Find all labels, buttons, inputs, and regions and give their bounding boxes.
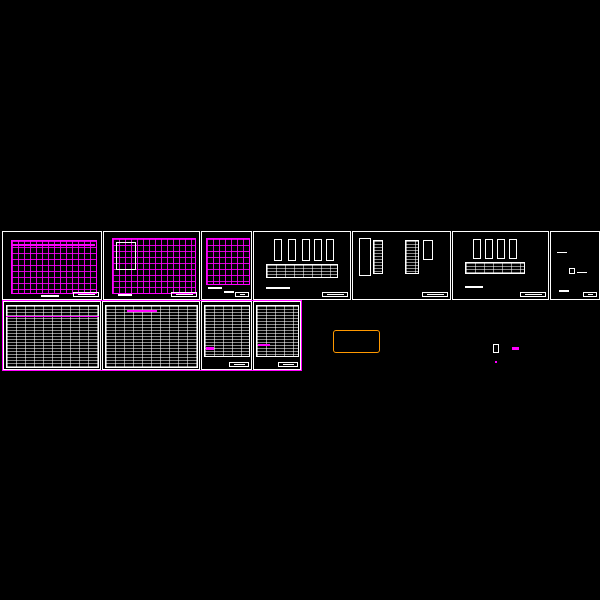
title-block-icon (422, 292, 448, 297)
detail-line (557, 252, 567, 253)
table-highlight (6, 316, 99, 317)
drawing-sheet-5[interactable] (352, 231, 451, 300)
table-sheet-group-frame (2, 300, 302, 371)
drawing-sheet-6[interactable] (452, 231, 549, 300)
table-sheet-4[interactable] (253, 301, 301, 370)
drawing-sheet-1[interactable] (2, 231, 102, 300)
elevation-panel (288, 239, 296, 261)
note-line (559, 290, 569, 292)
elevation-panel (326, 239, 334, 261)
detail-line (577, 272, 587, 273)
table-highlight (258, 344, 270, 346)
drawing-sheet-3[interactable] (201, 231, 252, 300)
title-block-icon (322, 292, 348, 297)
elevation-panel (509, 239, 517, 259)
diagram-table (373, 240, 383, 274)
table-highlight (206, 347, 214, 350)
legend-box (116, 242, 136, 270)
floor-plan-grid (11, 240, 97, 294)
diagram-column (359, 238, 371, 276)
schedule-table (266, 264, 338, 278)
drawing-sheet-4[interactable] (253, 231, 351, 300)
title-block-icon (278, 362, 298, 367)
floor-plan-grid (206, 238, 250, 285)
material-table (256, 305, 299, 357)
small-detail-symbol[interactable] (493, 344, 499, 353)
small-dot-mark (495, 361, 497, 363)
material-table (105, 305, 198, 368)
drawing-sheet-7[interactable] (550, 231, 600, 300)
material-table (6, 305, 99, 368)
plan-axis-line (11, 244, 95, 246)
drawing-caption (118, 294, 132, 296)
elevation-panel (274, 239, 282, 261)
elevation-panel (485, 239, 493, 259)
schedule-table (465, 262, 525, 274)
diagram-table (405, 240, 419, 274)
table-sheet-2[interactable] (102, 301, 200, 370)
elevation-panel (473, 239, 481, 259)
note-line (224, 291, 234, 293)
stamp-logo-icon (333, 330, 380, 353)
title-block-icon (229, 362, 249, 367)
table-sheet-3[interactable] (201, 301, 252, 370)
title-block-icon (235, 292, 249, 297)
table-highlight (127, 310, 157, 312)
table-sheet-1[interactable] (3, 301, 101, 370)
drawing-sheet-2[interactable] (103, 231, 200, 300)
small-detail-mark (512, 347, 519, 350)
title-block-icon (520, 292, 546, 297)
note-line (208, 287, 222, 289)
elevation-panel (314, 239, 322, 261)
detail-box (569, 268, 575, 274)
title-block-icon (73, 292, 99, 297)
title-block-icon (583, 292, 597, 297)
diagram-column (423, 240, 433, 260)
title-block-icon (171, 292, 197, 297)
note-line (465, 286, 483, 288)
floor-plan-grid (112, 238, 196, 294)
drawing-caption (41, 295, 59, 297)
note-line (266, 287, 290, 289)
elevation-panel (302, 239, 310, 261)
elevation-panel (497, 239, 505, 259)
